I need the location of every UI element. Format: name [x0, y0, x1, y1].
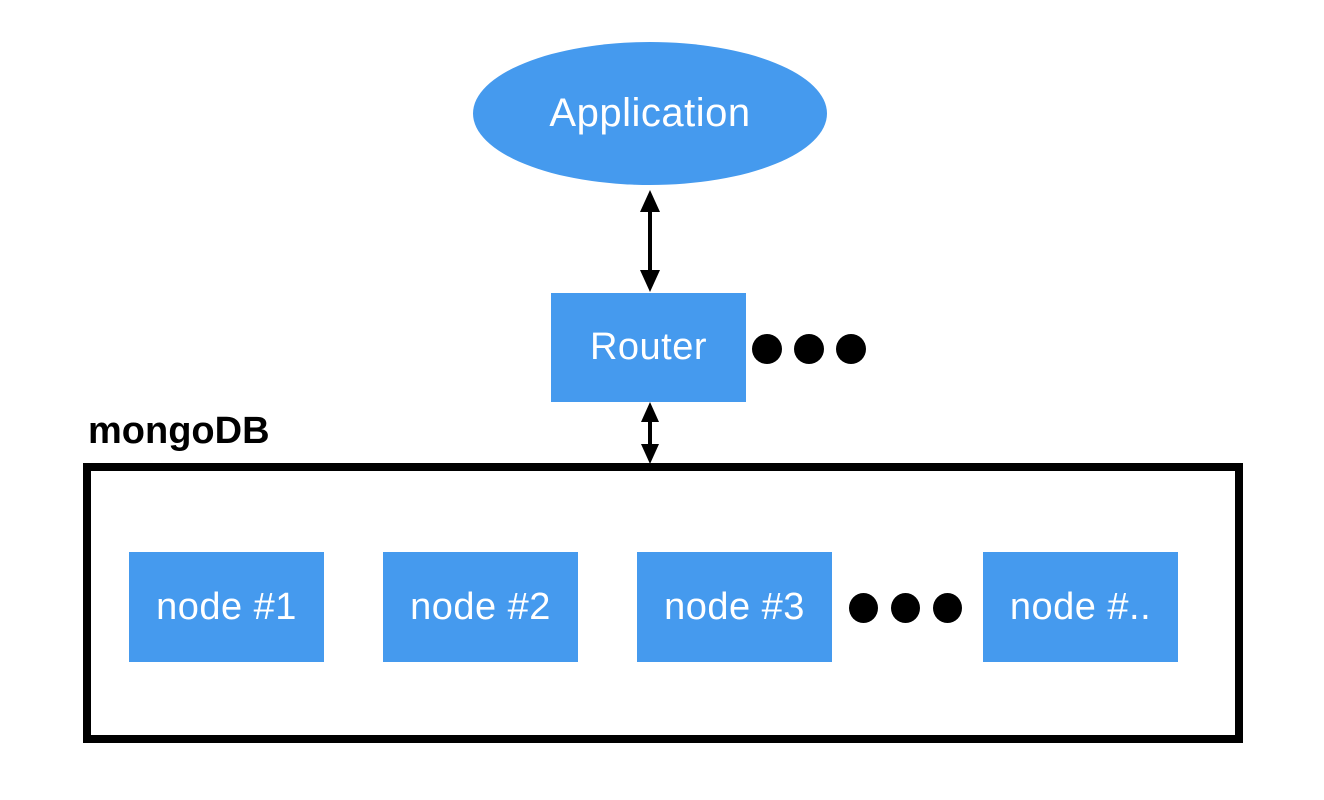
router-shape: Router — [551, 293, 746, 402]
application-label: Application — [549, 91, 751, 135]
dot-icon — [752, 334, 782, 364]
router-mongodb-double-arrow-icon — [641, 402, 659, 464]
application-router-double-arrow-icon — [640, 190, 660, 292]
mongodb-cluster-box — [83, 463, 1243, 743]
application-shape: Application — [473, 42, 827, 185]
node-label: node #1 — [156, 585, 297, 628]
node-label: node #.. — [1009, 585, 1152, 628]
node-shape-n: node #.. — [983, 552, 1178, 662]
router-ellipsis-dots-icon — [752, 334, 866, 364]
node-label: node #3 — [664, 585, 805, 628]
router-label: Router — [589, 326, 708, 368]
node-label: node #2 — [410, 585, 551, 628]
dot-icon — [933, 593, 962, 623]
dot-icon — [849, 593, 878, 623]
dot-icon — [836, 334, 866, 364]
dot-icon — [891, 593, 920, 623]
mongodb-cluster-label: mongoDB — [88, 410, 270, 452]
node-shape-3: node #3 — [637, 552, 832, 662]
dot-icon — [794, 334, 824, 364]
nodes-ellipsis-dots-icon — [849, 593, 962, 623]
node-shape-2: node #2 — [383, 552, 578, 662]
node-shape-1: node #1 — [129, 552, 324, 662]
